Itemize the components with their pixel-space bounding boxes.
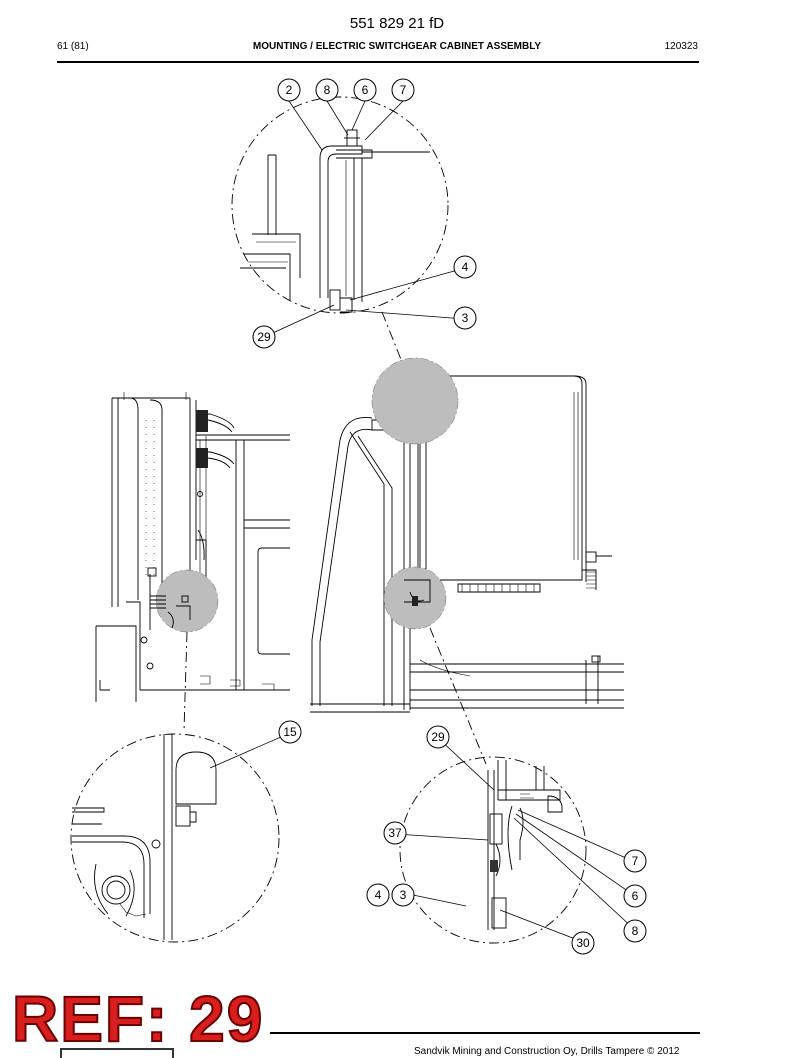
callout-top-2: 2	[277, 78, 301, 102]
callout-right-37: 37	[383, 821, 407, 845]
callout-right-8: 8	[623, 919, 647, 943]
detail-view-right	[394, 737, 636, 944]
svg-text:4: 4	[462, 260, 469, 274]
page-indicator: 61 (81)	[57, 41, 89, 52]
callout-top-7: 7	[391, 78, 415, 102]
callout-top-4: 4	[453, 255, 477, 279]
svg-text:4: 4	[375, 888, 382, 902]
svg-text:37: 37	[388, 826, 402, 840]
footer-copyright: Sandvik Mining and Construction Oy, Dril…	[414, 1046, 680, 1057]
callout-right-29: 29	[426, 725, 450, 749]
svg-text:29: 29	[257, 330, 271, 344]
callout-right-6: 6	[623, 884, 647, 908]
callout-top-6: 6	[353, 78, 377, 102]
svg-text:7: 7	[400, 83, 407, 97]
svg-text:29: 29	[431, 730, 445, 744]
svg-text:30: 30	[576, 936, 590, 950]
document-date: 120323	[664, 41, 698, 52]
callout-right-3: 3	[391, 883, 415, 907]
callout-top-8: 8	[315, 78, 339, 102]
callout-right-30: 30	[571, 931, 595, 955]
header-rule	[57, 61, 699, 63]
page-title: MOUNTING / ELECTRIC SWITCHGEAR CABINET A…	[252, 41, 542, 52]
footer-rule	[270, 1032, 700, 1034]
callout-right-7: 7	[623, 849, 647, 873]
callout-top-29: 29	[252, 325, 276, 349]
document-number: 551 829 21 fD	[349, 15, 445, 32]
svg-text:15: 15	[283, 725, 297, 739]
svg-text:2: 2	[286, 83, 293, 97]
svg-text:3: 3	[462, 311, 469, 325]
callout-left-15: 15	[278, 720, 302, 744]
callout-top-3: 3	[453, 306, 477, 330]
front-view-right	[310, 357, 624, 713]
svg-text:7: 7	[632, 854, 639, 868]
svg-text:6: 6	[362, 83, 369, 97]
svg-text:8: 8	[632, 924, 639, 938]
svg-text:6: 6	[632, 889, 639, 903]
callout-right-4: 4	[366, 883, 390, 907]
svg-text:3: 3	[400, 888, 407, 902]
detail-view-left	[70, 733, 280, 943]
detail-view-top	[231, 96, 466, 338]
reference-label: REF: 29	[11, 982, 265, 1056]
side-view-left	[95, 392, 290, 702]
svg-text:8: 8	[324, 83, 331, 97]
